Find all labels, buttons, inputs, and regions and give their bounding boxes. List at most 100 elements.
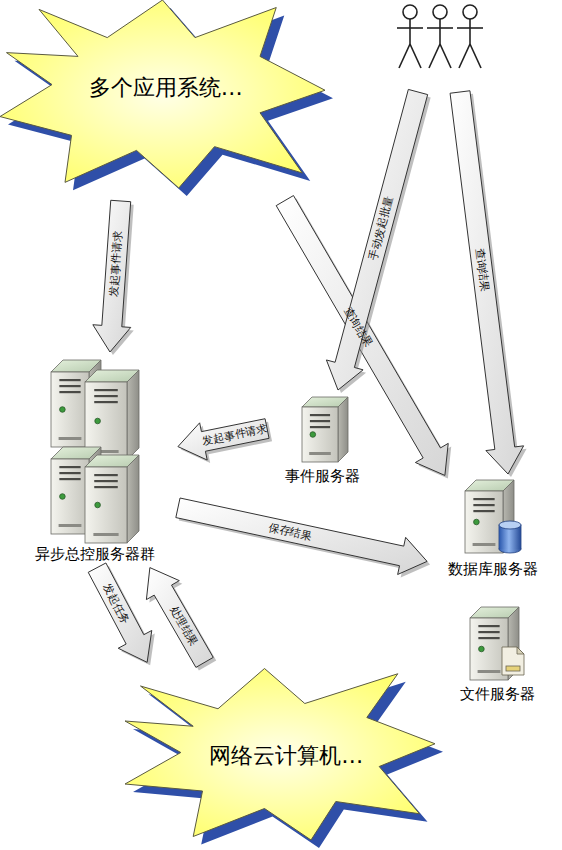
drive-slot [310, 414, 330, 416]
tower-front [302, 407, 338, 462]
tower-front [51, 459, 89, 534]
block-arrow-group [276, 196, 451, 479]
star-outline [125, 669, 435, 841]
edge-label: 发起事件请求 [108, 230, 124, 297]
tower-top [85, 370, 139, 382]
starburst-node: 网络云计算机… [125, 665, 445, 850]
cylinder-top [499, 521, 521, 529]
stick-figure [457, 5, 483, 68]
tower-top [302, 397, 348, 407]
user-arrow [326, 89, 427, 390]
vent-slot [478, 670, 501, 673]
document-fold [517, 647, 524, 654]
drive-slot [59, 472, 80, 474]
power-led [60, 407, 66, 413]
node-label: 文件服务器 [440, 683, 555, 705]
node-label: 多个应用系统… [65, 60, 267, 116]
user-arrow [450, 91, 524, 474]
stick-figure [397, 5, 423, 68]
server-node: 异步总控服务器群 [15, 355, 175, 565]
stick-figure [427, 5, 453, 68]
vent-slot [309, 452, 331, 455]
vent-slot [93, 533, 118, 536]
starburst-node: 多个应用系统… [0, 0, 335, 198]
edge-label: 发起事件请求 [202, 423, 269, 447]
document-tab [506, 666, 520, 671]
node-label: 网络云计算机… [193, 728, 379, 784]
drive-slot [94, 474, 118, 476]
block-arrow [276, 196, 448, 476]
node-shape [430, 478, 555, 558]
edge-label: 发起任务 [101, 581, 131, 625]
server-tower [85, 370, 139, 460]
power-led [60, 494, 66, 500]
drive-slot [94, 389, 118, 391]
drive-slot [478, 631, 499, 633]
server-tower [302, 397, 348, 462]
server-node: 文件服务器 [440, 605, 555, 705]
server-tower [85, 455, 139, 543]
drive-slot [473, 510, 494, 512]
block-arrow-group [146, 568, 216, 671]
drive-slot [59, 466, 80, 468]
drive-slot [94, 486, 118, 488]
tower-front [465, 491, 503, 553]
arrow-shadow [179, 501, 430, 577]
arrow-shadow [96, 203, 134, 355]
tower-top [51, 447, 101, 459]
arrow-label: 查询结果 [474, 248, 490, 293]
node-label: 数据库服务器 [430, 558, 555, 580]
power-led [95, 418, 101, 424]
arrow-shadow [453, 94, 527, 477]
drive-slot [94, 401, 118, 403]
power-led [95, 502, 101, 508]
node-shape [440, 605, 555, 683]
tower-side [127, 455, 139, 543]
node-label: 事件服务器 [270, 465, 375, 487]
drive-slot [473, 498, 494, 500]
node-shape [15, 355, 175, 543]
tower-side [127, 370, 139, 460]
server-icon [465, 480, 521, 553]
database-cylinder [499, 521, 521, 553]
vent-slot [59, 437, 82, 440]
block-arrow [176, 498, 427, 574]
edge-label: 查询结果 [342, 305, 374, 349]
arrow-label: 手动发起批量 [367, 195, 395, 262]
vent-slot [473, 543, 496, 546]
drive-slot [478, 637, 499, 639]
node-label: 异步总控服务器群 [15, 543, 175, 565]
server-icon [302, 397, 348, 462]
block-arrow [88, 563, 152, 662]
drive-slot [59, 391, 80, 393]
drive-slot [59, 385, 80, 387]
drive-slot [478, 625, 499, 627]
drive-slot [94, 480, 118, 482]
server-node: 数据库服务器 [430, 478, 555, 580]
block-arrow-group [88, 563, 155, 665]
edge-label: 保存结果 [267, 522, 312, 542]
vent-slot [59, 524, 82, 527]
arrow-shadow [91, 566, 155, 665]
user-arrow-group [450, 91, 527, 477]
people-figures [397, 5, 483, 68]
drive-slot [59, 379, 80, 381]
star-outline [0, 0, 325, 188]
arrow-shadow [329, 92, 430, 393]
arrow-shadow [149, 571, 216, 671]
file-icon [502, 647, 524, 675]
drive-slot [94, 395, 118, 397]
power-led [310, 432, 316, 438]
tower-side [338, 397, 348, 462]
drive-slot [310, 420, 330, 422]
tower-top [470, 607, 519, 618]
power-led [474, 519, 480, 525]
block-arrow-group [176, 498, 430, 577]
block-arrow [178, 419, 269, 460]
arrow-shadow [181, 422, 272, 463]
drive-slot [59, 478, 80, 480]
tower-front [85, 467, 127, 543]
server-icon [51, 360, 139, 543]
